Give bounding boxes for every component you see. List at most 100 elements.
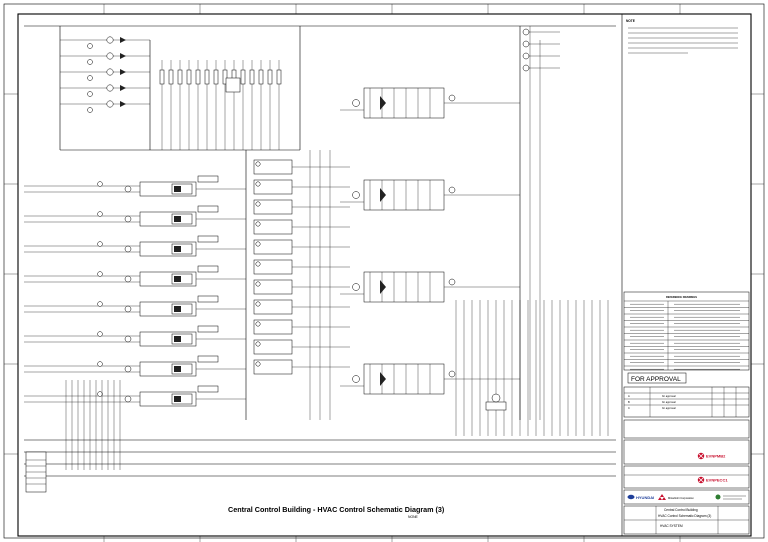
ddc-module [253,179,293,195]
rev-description: for approval [662,394,676,398]
ddc-module [253,259,293,275]
terminal-strip [222,69,228,85]
ahu-section [363,87,445,119]
instrument-bubble [124,185,132,193]
ahu-fan [174,336,181,342]
ddc-module [253,199,293,215]
ddc-module [253,159,293,175]
instrument-bubble [87,75,93,81]
svg-text:EVNPMB2: EVNPMB2 [706,454,726,459]
terminal-strip [168,69,174,85]
instrument-bubble [448,370,456,378]
instrument-bubble [124,305,132,313]
instrument-bubble [255,361,261,367]
instrument-bubble [124,215,132,223]
terminal-block [197,355,219,363]
instrument-bubble [255,301,261,307]
instrument-bubble [448,278,456,286]
terminal-strip [195,69,201,85]
instrument-bubble [448,94,456,102]
terminal-strip [267,69,273,85]
ahu-panel [171,393,193,405]
ddc-module [253,339,293,355]
terminal-block [197,265,219,273]
ahu-panel [171,183,193,195]
rev-description: for approval [662,400,676,404]
instrument-bubble [448,186,456,194]
instrument-bubble [124,335,132,343]
terminal-block [197,325,219,333]
scale-note: NONE [408,515,419,519]
ddc-module [253,239,293,255]
instrument-bubble [106,84,114,92]
hyundai-logo: HYUNDAI [627,494,654,500]
project-title-line2: HVAC Control Schematic Diagram (3) [658,514,711,518]
ddc-module [253,319,293,335]
notes-heading: NOTE [626,19,635,23]
svg-text:EVNPECC1: EVNPECC1 [706,478,728,483]
instrument-bubble [522,64,530,72]
instrument-bubble [97,271,103,277]
rev-description: for approval [662,406,676,410]
terminal-strip [159,69,165,85]
instrument-bubble [97,181,103,187]
terminal-strip [177,69,183,85]
instrument-bubble [106,100,114,108]
instrument-bubble [87,91,93,97]
instrument-bubble [255,201,261,207]
ddc-module [253,359,293,375]
ahu-fan [174,246,181,252]
reference-drawings-heading: REFERENCE DRAWINGS [666,295,697,299]
valve-symbol [120,101,126,107]
terminal-block [197,235,219,243]
instrument-bubble [106,52,114,60]
instrument-bubble [124,245,132,253]
ahu-panel [171,333,193,345]
rev-letter: C [628,406,630,410]
terminal-strip [213,69,219,85]
valve-symbol [120,53,126,59]
instrument-bubble [522,28,530,36]
mitsubishi-logo: Mitsubishi Corporation [658,494,694,500]
ahu-panel [171,363,193,375]
terminal-block [197,385,219,393]
terminal-strip [240,69,246,85]
instrument-bubble [255,341,261,347]
ahu-fan [174,396,181,402]
instrument-bubble [352,375,360,383]
rev-letter: A [628,394,630,398]
instrument-bubble [522,40,530,48]
ahu-panel [171,303,193,315]
instrument-bubble [255,281,261,287]
ahu-fan [174,306,181,312]
ahu-panel [171,213,193,225]
reference-drawings-table: REFERENCE DRAWINGS [623,291,750,371]
instrument-bubble [97,361,103,367]
instrument-bubble [97,241,103,247]
valve-symbol [120,69,126,75]
ahu-panel [171,243,193,255]
approval-stamp-box [627,372,687,384]
instrument-bubble [97,331,103,337]
svg-text:HYUNDAI: HYUNDAI [636,495,654,500]
drawing-title: Central Control Building - HVAC Control … [228,505,445,514]
ahu-fan [174,366,181,372]
rev-letter: B [628,400,630,404]
border-ticks [4,4,764,542]
instrument-bubble [106,68,114,76]
valve-symbol [120,85,126,91]
instrument-bubble [87,59,93,65]
ahu-section [363,363,445,395]
instrument-bubble [352,191,360,199]
terminal-block [197,295,219,303]
terminal-block [197,205,219,213]
valve-symbol [120,37,126,43]
evn-logo-1: EVNPMB2 [697,452,726,460]
inner-border [17,13,752,537]
instrument-bubble [255,241,261,247]
fan-symbol [380,188,386,202]
instrument-bubble [97,211,103,217]
instrument-bubble [97,301,103,307]
